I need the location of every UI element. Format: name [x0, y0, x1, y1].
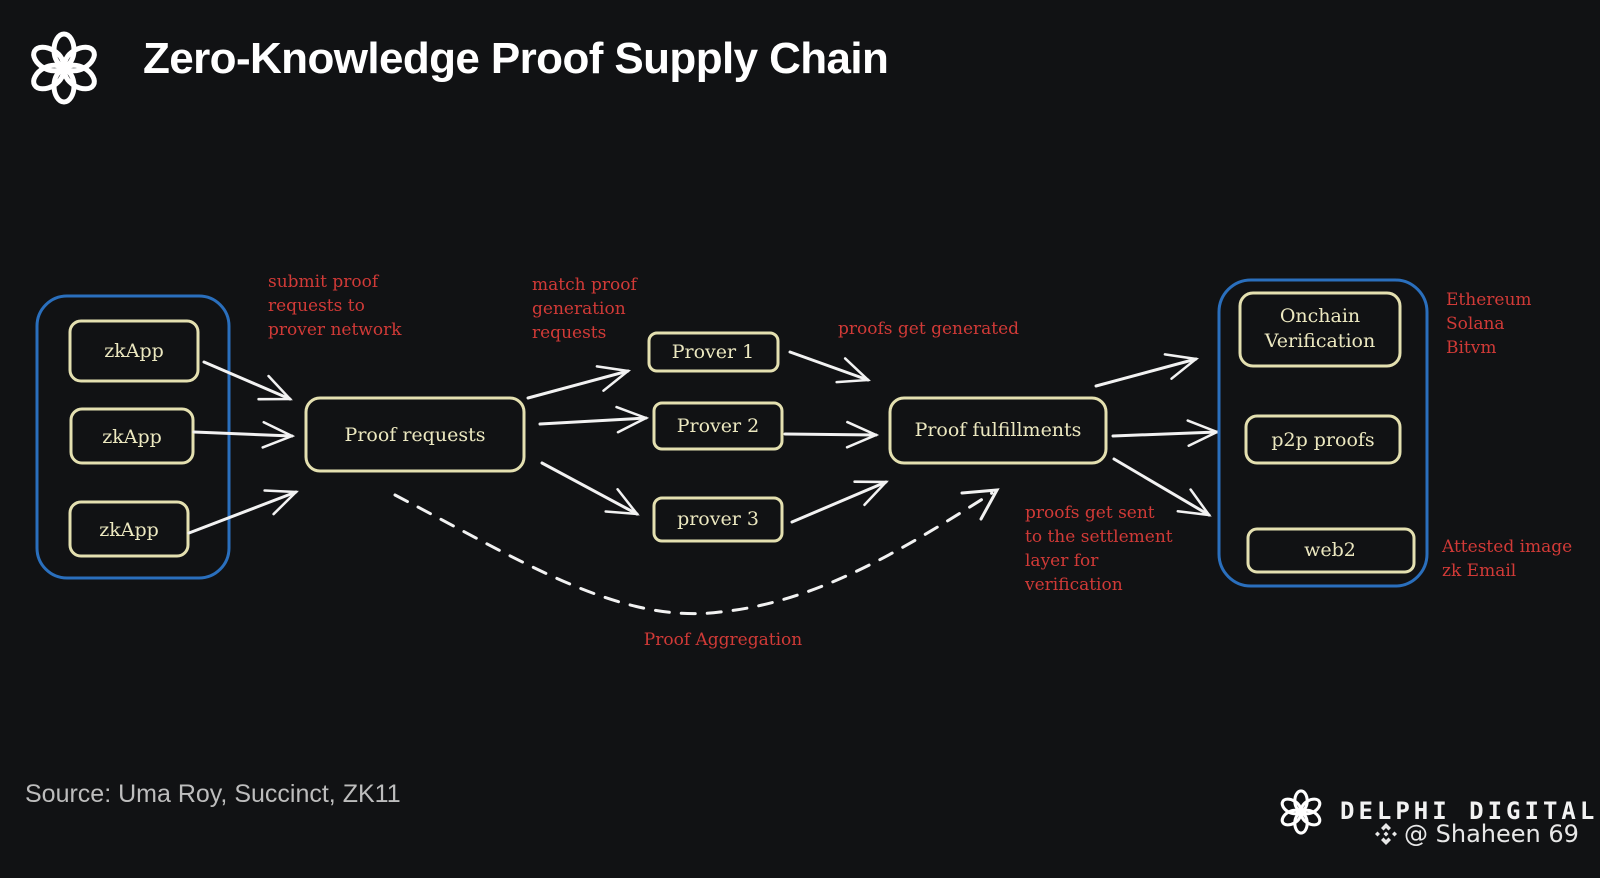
annotation-onchain-examples: Ethereum Solana Bitvm — [1446, 290, 1532, 358]
arrow-requests-to-prover2 — [538, 405, 650, 434]
web2-node[interactable]: web2 — [1246, 527, 1416, 574]
svg-text:submit proof: submit proof — [268, 272, 380, 292]
watermark-text: @ Shaheen 69 — [1404, 820, 1579, 848]
brand-logo — [1275, 784, 1327, 840]
p2p-proofs-label: p2p proofs — [1271, 429, 1374, 451]
arrow-prover2-to-fulfillments — [783, 420, 880, 449]
destination-group — [1217, 278, 1429, 588]
onchain-verification-node[interactable]: Onchain Verification — [1238, 291, 1402, 368]
watermark: @ Shaheen 69 — [1372, 820, 1579, 848]
annotation-settlement: proofs get sent to the settlement layer … — [1024, 503, 1173, 595]
delphi-knot-logo-small-icon — [1280, 789, 1322, 835]
onchain-verification-label-line1: Onchain — [1280, 305, 1360, 327]
zkapp-node-1[interactable]: zkApp — [68, 319, 200, 383]
arrow-zkapp1-to-requests — [202, 360, 293, 401]
svg-text:requests: requests — [532, 323, 606, 343]
prover-1-label: Prover 1 — [672, 341, 755, 363]
prover-3-node[interactable]: prover 3 — [652, 496, 784, 543]
prover-3-label: prover 3 — [677, 508, 759, 530]
svg-text:Ethereum: Ethereum — [1446, 290, 1532, 310]
prover-1-node[interactable]: Prover 1 — [647, 331, 780, 373]
svg-text:verification: verification — [1024, 575, 1123, 595]
proof-aggregation-path — [393, 491, 994, 616]
arrow-fulfillments-to-web2 — [1112, 457, 1212, 517]
proof-aggregation-arrowhead — [960, 488, 1000, 521]
source-citation: Source: Uma Roy, Succinct, ZK11 — [25, 780, 401, 808]
onchain-verification-label-line2: Verification — [1264, 330, 1375, 352]
svg-text:to the settlement: to the settlement — [1025, 527, 1173, 547]
binance-icon — [1375, 823, 1397, 845]
annotation-submit: submit proof requests to prover network — [268, 272, 402, 340]
page-title: Zero-Knowledge Proof Supply Chain — [143, 34, 889, 83]
prover-2-node[interactable]: Prover 2 — [652, 401, 784, 451]
proof-fulfillments-node[interactable]: Proof fulfillments — [888, 396, 1108, 465]
brand-name: DELPHI DIGITAL — [1340, 797, 1599, 825]
svg-text:prover network: prover network — [268, 320, 402, 340]
arrow-prover3-to-fulfillments — [790, 480, 889, 524]
prover-2-label: Prover 2 — [677, 415, 760, 437]
svg-text:zk Email: zk Email — [1442, 561, 1516, 581]
arrow-zkapp2-to-requests — [192, 420, 296, 449]
p2p-proofs-node[interactable]: p2p proofs — [1244, 414, 1402, 465]
svg-text:generation: generation — [532, 299, 626, 319]
zkapp-group — [35, 294, 231, 580]
annotation-generated: proofs get generated — [838, 319, 1019, 339]
web2-label: web2 — [1304, 539, 1356, 561]
svg-text:proofs get sent: proofs get sent — [1025, 503, 1155, 523]
header — [22, 26, 106, 110]
svg-text:Solana: Solana — [1446, 314, 1505, 334]
svg-text:Attested image: Attested image — [1441, 537, 1572, 557]
arrow-fulfillments-to-p2p — [1111, 419, 1221, 447]
svg-text:requests to: requests to — [268, 296, 365, 316]
delphi-knot-logo-icon — [31, 31, 97, 105]
svg-text:match proof: match proof — [532, 275, 638, 295]
arrow-zkapp3-to-requests — [187, 489, 299, 535]
zkapp-node-1-label: zkApp — [104, 340, 164, 362]
zkapp-node-2[interactable]: zkApp — [69, 407, 195, 465]
arrow-requests-to-prover1 — [526, 365, 632, 400]
arrow-prover1-to-fulfillments — [788, 350, 871, 384]
svg-text:Bitvm: Bitvm — [1446, 338, 1497, 358]
proof-requests-label: Proof requests — [345, 424, 486, 446]
zkapp-node-3-label: zkApp — [99, 519, 159, 541]
zkapp-node-3[interactable]: zkApp — [68, 500, 190, 558]
svg-text:layer for: layer for — [1025, 551, 1099, 571]
arrow-requests-to-prover3 — [540, 461, 640, 516]
annotation-match: match proof generation requests — [532, 275, 638, 343]
annotation-aggregation: Proof Aggregation — [644, 630, 802, 650]
arrow-fulfillments-to-onchain — [1094, 353, 1200, 388]
annotation-web2-examples: Attested image zk Email — [1441, 537, 1572, 581]
proof-requests-node[interactable]: Proof requests — [304, 396, 526, 473]
proof-fulfillments-label: Proof fulfillments — [915, 419, 1082, 441]
zkapp-node-2-label: zkApp — [102, 426, 162, 448]
